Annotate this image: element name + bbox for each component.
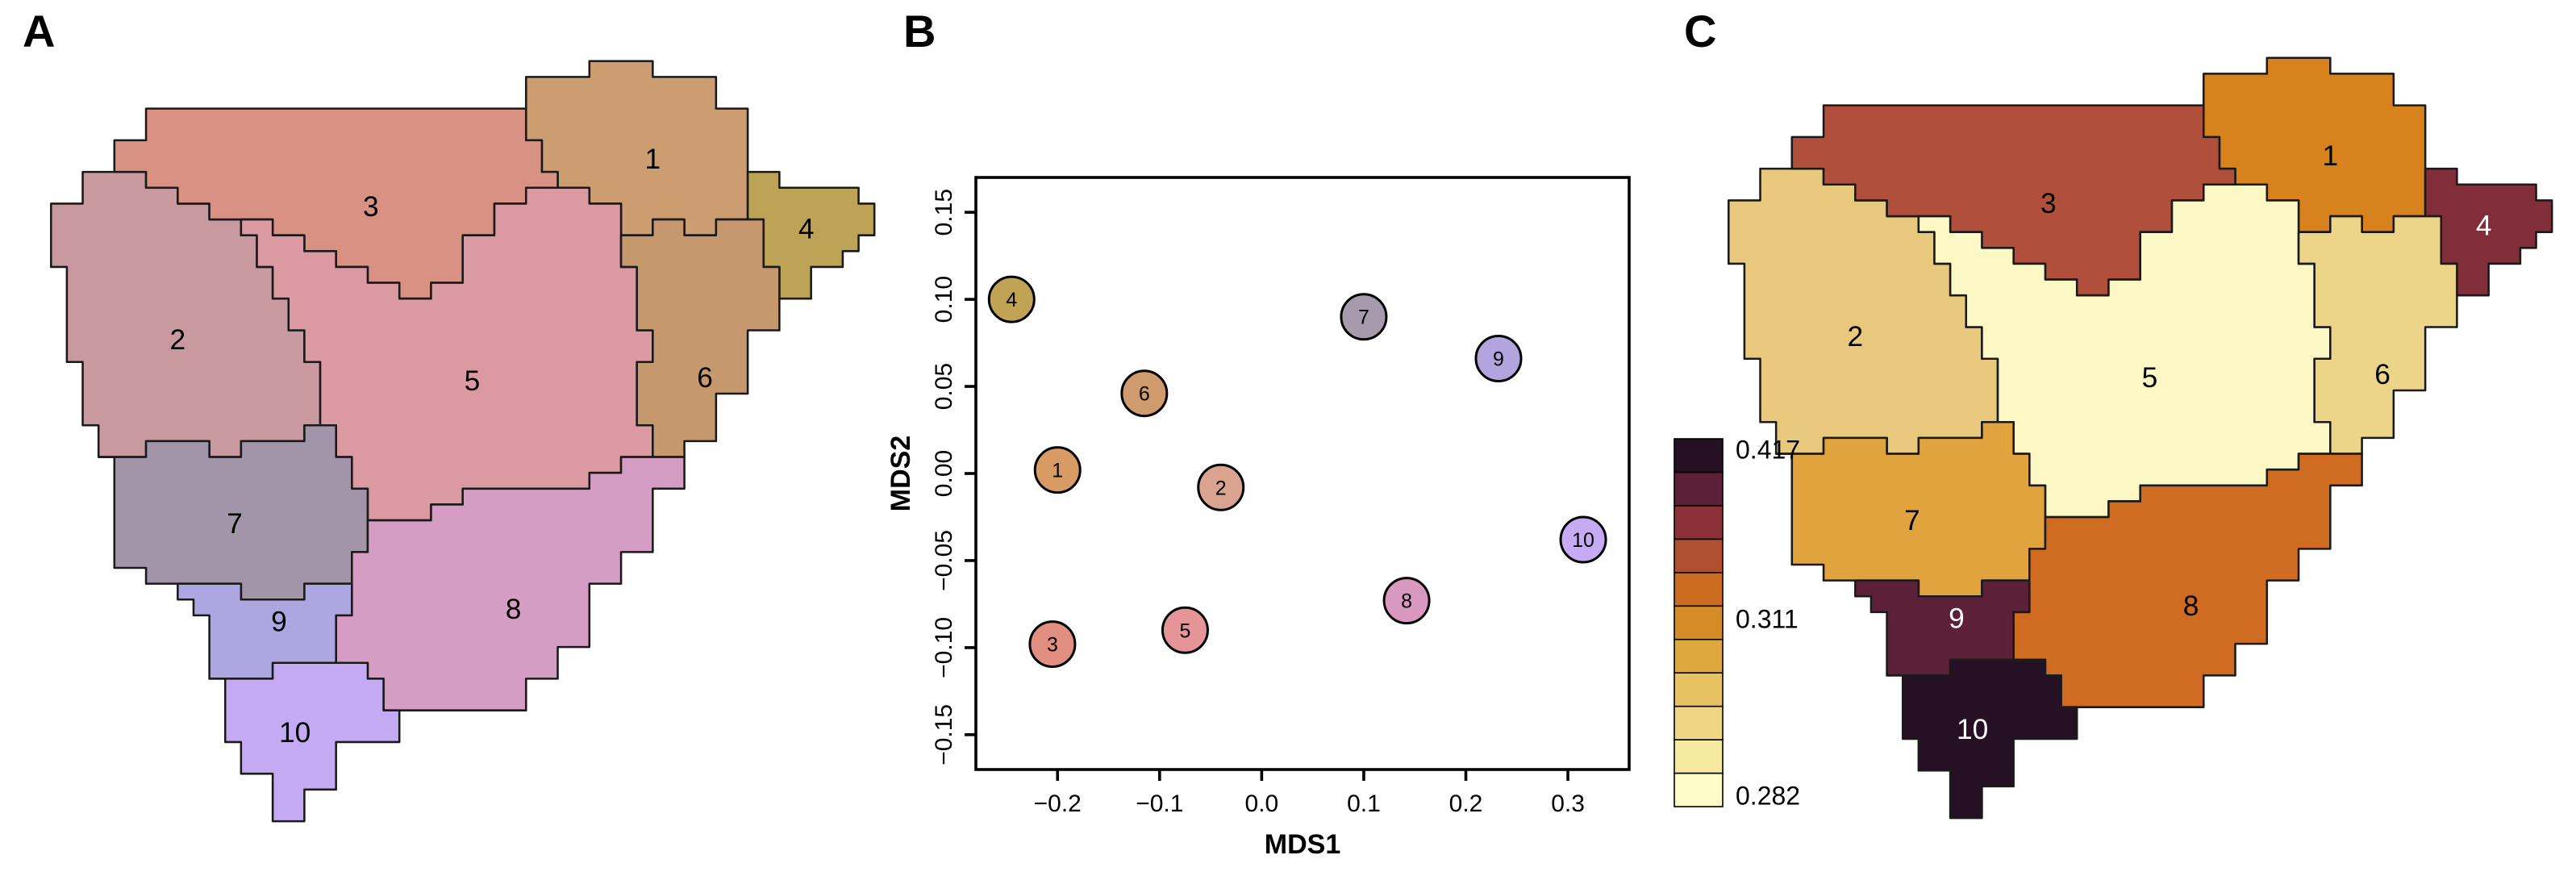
map-a-region-label-7: 7 <box>227 508 243 540</box>
mds-point-7 <box>1340 293 1388 341</box>
mds-point-number: 10 <box>1572 529 1594 552</box>
x-axis-tick-label: −0.2 <box>1034 790 1082 817</box>
mds-point-number: 7 <box>1358 307 1369 329</box>
colorbar-cell <box>1674 672 1724 707</box>
colorbar-tick-label: 0.417 <box>1736 436 1800 465</box>
y-axis-tick-label: −0.15 <box>931 704 957 765</box>
mds-scatter-plot: −0.2 −0.1 0.0 0.1 0.2 0.3 −0.15 −0.10 −0.05 0.00 0… <box>886 176 1631 860</box>
map-c-region-label-8: 8 <box>2183 590 2199 622</box>
mds-point-3 <box>1028 620 1077 669</box>
mds-point-number: 6 <box>1139 383 1150 406</box>
map-a-region-label-4: 4 <box>798 214 815 245</box>
map-c-region-label-2: 2 <box>1848 321 1864 352</box>
mds-point-number: 5 <box>1180 619 1191 642</box>
map-a-region-label-2: 2 <box>170 324 186 356</box>
panel-a-label: A <box>23 6 56 56</box>
mds-point-number: 3 <box>1047 634 1058 657</box>
mds-point-2 <box>1197 463 1245 511</box>
mds-point-8 <box>1382 577 1431 625</box>
map-a-region-label-10: 10 <box>279 717 311 749</box>
y-axis-tick-label: 0.10 <box>931 276 957 323</box>
mds-point-6 <box>1120 369 1169 418</box>
colorbar-cell <box>1674 638 1724 674</box>
y-axis-tick-label: −0.05 <box>931 530 957 591</box>
colorbar-cell <box>1674 605 1724 640</box>
map-c-region-6 <box>2297 215 2458 455</box>
map-c-region-label-4: 4 <box>2476 211 2492 242</box>
colorbar-tick-label: 0.311 <box>1736 604 1799 633</box>
colorbar-cell <box>1674 438 1724 473</box>
map-c-region-label-5: 5 <box>2142 362 2158 394</box>
colorbar-cell <box>1674 772 1724 807</box>
y-axis-title: MDS2 <box>886 436 916 511</box>
map-c-region-label-3: 3 <box>2040 188 2057 219</box>
region-map-panel-a: 1 2 3 4 5 6 7 8 9 10 <box>49 60 876 823</box>
mds-point-number: 2 <box>1215 477 1227 499</box>
map-c-region-label-10: 10 <box>1957 714 1988 745</box>
x-axis-tick-label: 0.0 <box>1245 790 1279 817</box>
panel-b-label: B <box>903 6 936 56</box>
mds-point-number: 4 <box>1006 289 1017 311</box>
colorbar-cell <box>1674 705 1724 740</box>
y-axis-tick-label: 0.15 <box>931 189 957 236</box>
x-axis-tick-label: 0.1 <box>1347 790 1381 817</box>
value-map-panel-c: 1 2 3 4 5 6 7 8 9 10 <box>1727 56 2553 820</box>
colorbar-cell <box>1674 538 1724 574</box>
mds-point-5 <box>1161 606 1209 654</box>
y-axis-tick-label: 0.05 <box>931 363 957 410</box>
mds-point-number: 9 <box>1493 348 1504 371</box>
mds-point-number: 1 <box>1052 460 1063 482</box>
map-a-region-7 <box>97 423 369 601</box>
y-axis-tick-label: 0.00 <box>931 450 957 497</box>
map-a-region-label-8: 8 <box>506 594 522 625</box>
y-axis-tick-label: −0.10 <box>931 617 957 678</box>
mds-point-number: 8 <box>1401 590 1412 613</box>
map-c-region-label-1: 1 <box>2322 140 2338 172</box>
map-a-region-label-6: 6 <box>697 362 713 394</box>
colorbar-cell <box>1674 505 1724 540</box>
x-axis-tick-label: −0.1 <box>1136 790 1183 817</box>
map-a-region-label-9: 9 <box>271 607 287 638</box>
map-a-region-label-1: 1 <box>644 144 661 175</box>
x-axis-tick-label: 0.3 <box>1551 790 1585 817</box>
map-a-region-label-5: 5 <box>465 365 481 397</box>
colorbar-cell <box>1674 739 1724 774</box>
mds-point-10 <box>1559 515 1607 564</box>
x-axis-title: MDS1 <box>1265 829 1340 860</box>
colorbar-tick-label: 0.282 <box>1736 781 1800 810</box>
colorbar-cell <box>1674 572 1724 607</box>
map-c-region-10 <box>1886 658 2078 820</box>
map-a-region-label-3: 3 <box>363 191 379 223</box>
colorbar-cell <box>1674 471 1724 507</box>
panel-c-label: C <box>1684 6 1717 56</box>
x-axis-tick-label: 0.2 <box>1449 790 1483 817</box>
map-c-region-label-9: 9 <box>1949 603 1965 635</box>
colorbar-legend: 0.417 0.311 0.282 <box>1674 436 1800 810</box>
mds-point-4 <box>987 275 1036 323</box>
mds-point-9 <box>1474 335 1523 383</box>
map-a-region-6 <box>619 218 781 458</box>
map-c-region-label-7: 7 <box>1904 505 1920 536</box>
mds-point-1 <box>1033 446 1082 494</box>
map-c-region-7 <box>1774 420 2047 598</box>
map-a-region-10 <box>208 661 401 823</box>
map-c-region-label-6: 6 <box>2374 359 2391 390</box>
